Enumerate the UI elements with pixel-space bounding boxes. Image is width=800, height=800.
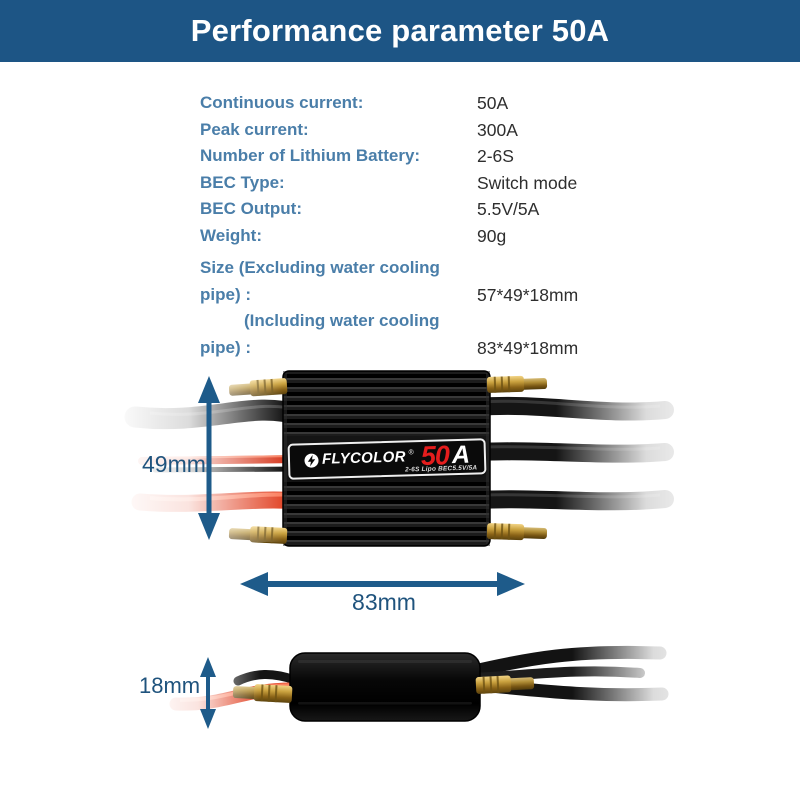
- spec-value: Switch mode: [477, 172, 578, 193]
- spec-label: Weight:: [200, 225, 263, 245]
- spec-row-peak-current: Peak current: 300A: [200, 117, 630, 144]
- page-title: Performance parameter 50A: [190, 13, 610, 48]
- spec-label: Size (Excluding water cooling pipe) :: [200, 258, 440, 304]
- water-nipple-top-right: [486, 375, 548, 393]
- spec-row-size-including: (Including water cooling pipe) : 83*49*1…: [200, 308, 630, 361]
- spec-value: 300A: [477, 119, 518, 140]
- header-banner: Performance parameter 50A: [0, 0, 800, 62]
- spec-row-weight: Weight: 90g: [200, 223, 630, 250]
- flycolor-logo-icon: [304, 453, 319, 468]
- dimension-height-label: 49mm: [142, 451, 206, 477]
- spec-row-continuous-current: Continuous current: 50A: [200, 90, 630, 117]
- spec-row-size-excluding: Size (Excluding water cooling pipe) : 57…: [200, 255, 630, 308]
- spec-row-bec-type: BEC Type: Switch mode: [200, 170, 630, 197]
- esc-body-side-view: [289, 652, 481, 722]
- spec-label: Continuous current:: [200, 93, 364, 112]
- spec-label: Number of Lithium Battery:: [200, 146, 421, 165]
- dimension-length-label: 83mm: [352, 589, 416, 615]
- left-fade: [112, 378, 283, 542]
- water-nipple-bottom-right: [486, 523, 548, 541]
- spec-value: 5.5V/5A: [477, 199, 540, 219]
- spec-label: BEC Output:: [200, 199, 302, 218]
- thickness-dimension-arrow: [200, 657, 216, 729]
- right-fade: [556, 378, 720, 542]
- spec-row-battery-count: Number of Lithium Battery: 2-6S: [200, 143, 630, 170]
- side-right-fade: [572, 640, 720, 730]
- side-water-nipple-right: [475, 675, 535, 694]
- brand-name: FLYCOLOR: [321, 448, 406, 468]
- product-photo: [112, 370, 720, 730]
- spec-list: Continuous current: 50A Peak current: 30…: [200, 90, 630, 361]
- spec-label: Peak current:: [200, 119, 309, 139]
- length-dimension-arrow: [240, 572, 525, 596]
- spec-value: 57*49*18mm: [477, 284, 579, 305]
- spec-value: 2-6S: [477, 146, 514, 166]
- spec-value: 90g: [477, 225, 507, 246]
- spec-value: 50A: [477, 93, 509, 113]
- spec-row-bec-output: BEC Output: 5.5V/5A: [200, 196, 630, 223]
- spec-label: (Including water cooling pipe) :: [200, 311, 440, 357]
- height-dimension-arrow: [198, 376, 220, 540]
- spec-label: BEC Type:: [200, 172, 285, 192]
- registered-mark: ®: [408, 449, 414, 457]
- spec-value: 83*49*18mm: [477, 337, 579, 358]
- dimension-thickness-label: 18mm: [139, 673, 201, 698]
